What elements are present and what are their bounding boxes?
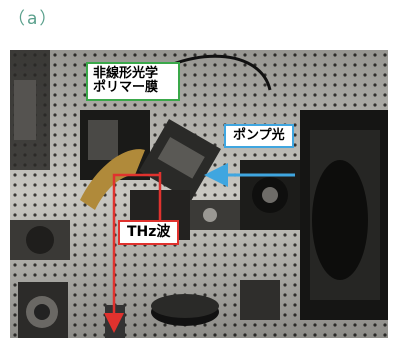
optical-bench-illustration bbox=[10, 50, 388, 338]
thz-wave-path bbox=[104, 173, 160, 333]
polymer-callout-line1: 非線形光学 bbox=[93, 66, 159, 81]
panel-label: （a） bbox=[8, 9, 59, 29]
polymer-film-callout: 非線形光学 ポリマー膜 bbox=[86, 62, 180, 101]
pump-light-callout: ポンプ光 bbox=[224, 124, 294, 149]
optical-bench-photo bbox=[10, 50, 388, 338]
polymer-callout-line2: ポリマー膜 bbox=[93, 80, 159, 96]
thz-wave-callout: THz波 bbox=[118, 220, 180, 246]
